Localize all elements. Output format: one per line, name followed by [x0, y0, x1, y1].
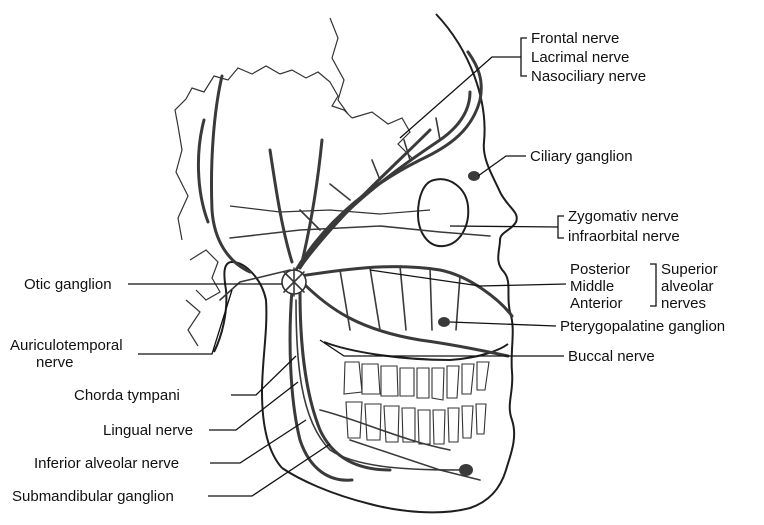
label-submandibular-ganglion: Submandibular ganglion [12, 488, 174, 505]
label-superior: Superior [661, 261, 718, 278]
label-auriculotemporal-nerve-line1: Auriculotemporal [10, 337, 123, 354]
leader-pterygopalatine [450, 322, 556, 326]
skull-outline [175, 18, 430, 346]
label-lingual-nerve: Lingual nerve [103, 422, 193, 439]
leader-superior-alveolar [370, 270, 566, 286]
pterygopalatine-ganglion-marker [438, 317, 450, 327]
lower-teeth [346, 402, 486, 444]
label-nasociliary-nerve: Nasociliary nerve [531, 68, 646, 85]
leader-submandibular [208, 444, 330, 496]
leader-lingual [209, 382, 298, 430]
label-ciliary-ganglion: Ciliary ganglion [530, 148, 633, 165]
submandibular-ganglion-marker [459, 464, 473, 476]
label-auriculotemporal-nerve-line2: nerve [36, 354, 74, 371]
label-posterior: Posterior [570, 261, 630, 278]
leader-ophthalmic [400, 57, 521, 138]
label-nerves: nerves [661, 295, 706, 312]
label-pterygopalatine-ganglion: Pterygopalatine ganglion [560, 318, 725, 335]
label-frontal-nerve: Frontal nerve [531, 30, 619, 47]
label-infraorbital-nerve: infraorbital nerve [568, 228, 680, 245]
label-chorda-tympani: Chorda tympani [74, 387, 180, 404]
label-alveolar: alveolar [661, 278, 714, 295]
label-middle: Middle [570, 278, 614, 295]
leader-inferior-alveolar [210, 420, 306, 463]
upper-teeth [344, 362, 489, 400]
label-anterior: Anterior [570, 295, 623, 312]
label-lacrimal-nerve: Lacrimal nerve [531, 49, 629, 66]
label-otic-ganglion: Otic ganglion [24, 276, 112, 293]
label-zygomatic-nerve: Zygomativ nerve [568, 208, 679, 225]
bracket-superior-alveolar [650, 264, 656, 306]
bracket-zygomatic [558, 216, 564, 238]
label-inferior-alveolar-nerve: Inferior alveolar nerve [34, 455, 179, 472]
label-buccal-nerve: Buccal nerve [568, 348, 655, 365]
bracket-ophthalmic [521, 38, 527, 76]
